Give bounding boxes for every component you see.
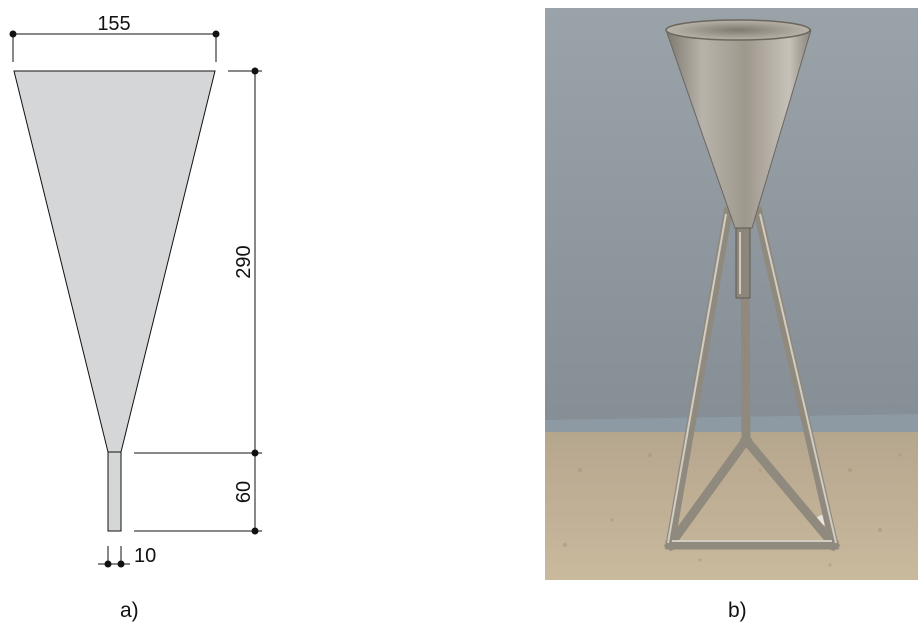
stand-highlights xyxy=(667,213,837,544)
floor-texture xyxy=(563,453,902,567)
caption-a: a) xyxy=(120,599,139,622)
panel-a-drawing: 155 290 60 10 a) xyxy=(9,13,262,622)
cone-height-label: 290 xyxy=(233,245,255,278)
caption-b: b) xyxy=(728,599,747,622)
funnel-rim xyxy=(665,19,811,41)
height-dimensions: 290 60 xyxy=(134,67,262,535)
panel-b-photo xyxy=(545,8,918,580)
tube-height-label: 60 xyxy=(233,481,255,503)
funnel-neck xyxy=(735,227,751,299)
funnel-profile xyxy=(13,70,216,532)
tube-width-dimension: 10 xyxy=(98,545,156,568)
tube-width-label: 10 xyxy=(134,545,156,567)
top-width-dimension: 155 xyxy=(9,13,220,62)
top-width-label: 155 xyxy=(97,13,130,35)
